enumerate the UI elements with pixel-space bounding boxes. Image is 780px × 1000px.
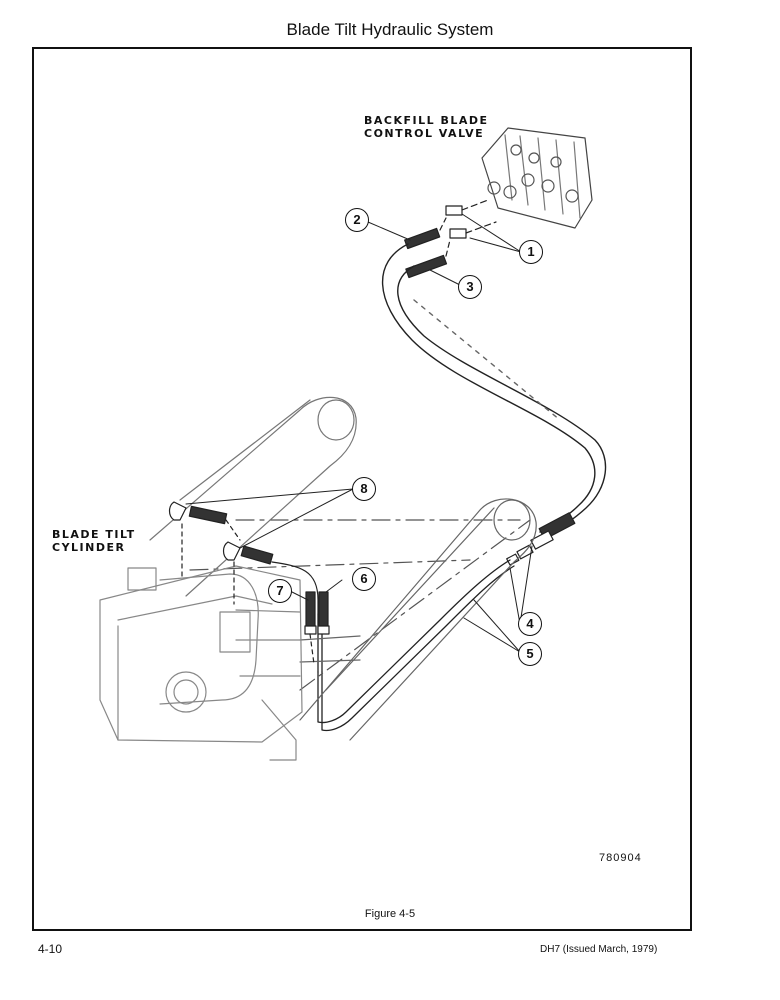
issue-note: DH7 (Issued March, 1979) <box>540 944 658 955</box>
tilt-cylinder-body <box>99 565 303 761</box>
callout-5: 5 <box>518 642 542 666</box>
control-valve-drawing <box>445 127 593 239</box>
callout-1: 1 <box>519 240 543 264</box>
leader-lines <box>185 213 533 653</box>
hose-end-fittings <box>404 217 451 279</box>
control-valve-label-line2: CONTROL VALVE <box>364 127 485 140</box>
page-number: 4-10 <box>38 942 63 956</box>
cylinder-centerlines <box>189 519 531 691</box>
tilt-cylinder-label-line1: BLADE TILT <box>52 528 136 541</box>
short-hoses <box>304 591 330 665</box>
callout-8: 8 <box>352 477 376 501</box>
upper-cylinder <box>149 396 357 597</box>
hydraulic-diagram <box>99 127 607 761</box>
supply-hoses <box>381 243 607 537</box>
lower-cylinder <box>299 498 537 741</box>
control-valve-label-line1: BACKFILL BLADE <box>364 114 489 127</box>
page-title: Blade Tilt Hydraulic System <box>286 20 494 39</box>
rigid-tubes <box>317 559 515 732</box>
control-valve-label: BACKFILL BLADE CONTROL VALVE <box>364 114 489 140</box>
callout-6: 6 <box>352 567 376 591</box>
tilt-cylinder-label: BLADE TILT CYLINDER <box>52 528 136 554</box>
callout-7: 7 <box>268 579 292 603</box>
figure-frame <box>32 47 692 931</box>
callout-4: 4 <box>518 612 542 636</box>
callout-2: 2 <box>345 208 369 232</box>
tilt-cylinder-label-line2: CYLINDER <box>52 541 126 554</box>
figure-id: 780904 <box>599 852 642 864</box>
cylinder-end-couplings <box>506 512 576 566</box>
elbow-fittings <box>168 501 319 615</box>
figure-caption: Figure 4-5 <box>364 908 416 920</box>
callout-3: 3 <box>458 275 482 299</box>
